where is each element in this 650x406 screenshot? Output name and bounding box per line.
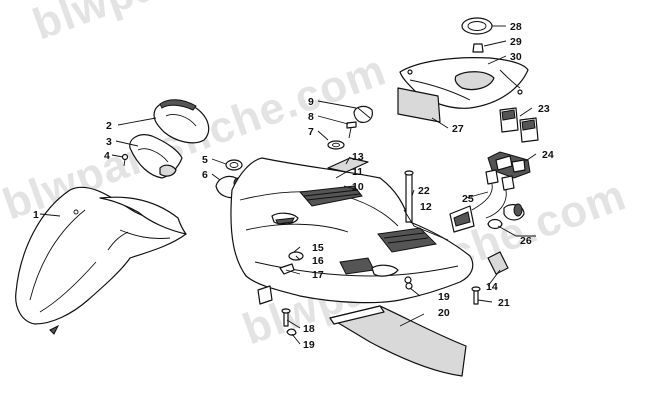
part-switch-assembly [449, 107, 539, 233]
callout-3: 3 [106, 136, 112, 148]
part-floor-pad [329, 305, 467, 377]
part-top-cover [397, 17, 529, 123]
callout-14: 14 [486, 281, 498, 293]
callout-25: 25 [462, 193, 474, 205]
callout-26: 26 [520, 235, 532, 247]
callout-1: 1 [33, 209, 39, 221]
callout-29: 29 [510, 36, 522, 48]
callout-8: 8 [308, 111, 314, 123]
callout-2: 2 [106, 120, 112, 132]
callout-5: 5 [202, 154, 208, 166]
callout-24: 24 [542, 149, 554, 161]
callout-4: 4 [104, 150, 110, 162]
part-front-cowl [15, 186, 187, 335]
callout-6: 6 [202, 169, 208, 181]
callout-28: 28 [510, 21, 522, 33]
callout-labels: 1 2 3 4 5 6 7 8 9 10 11 12 13 14 15 16 1… [33, 21, 554, 351]
part-main-console [230, 157, 474, 305]
callout-13: 13 [352, 151, 364, 163]
part-decals [327, 157, 509, 275]
callout-11: 11 [352, 166, 363, 178]
callout-23: 23 [538, 103, 550, 115]
callout-19-right: 19 [438, 291, 450, 303]
callout-21: 21 [498, 297, 510, 309]
callout-19-lower: 19 [303, 339, 315, 351]
callout-12: 12 [420, 201, 432, 213]
callout-7: 7 [308, 126, 314, 138]
callout-22: 22 [418, 185, 430, 197]
part-fasteners [281, 170, 481, 336]
callout-30: 30 [510, 51, 522, 63]
part-knob-assembly [327, 105, 373, 150]
callout-15: 15 [312, 242, 324, 254]
callout-18: 18 [303, 323, 315, 335]
part-gauge-assembly [121, 99, 210, 179]
callout-27: 27 [452, 123, 464, 135]
callout-10: 10 [352, 181, 364, 193]
callout-16: 16 [312, 255, 324, 267]
watermark-text: blwpartsfiche.com [27, 0, 423, 49]
callout-17: 17 [312, 269, 324, 281]
leader-lines [39, 25, 537, 345]
callout-9: 9 [308, 96, 314, 108]
callout-20: 20 [438, 307, 450, 319]
